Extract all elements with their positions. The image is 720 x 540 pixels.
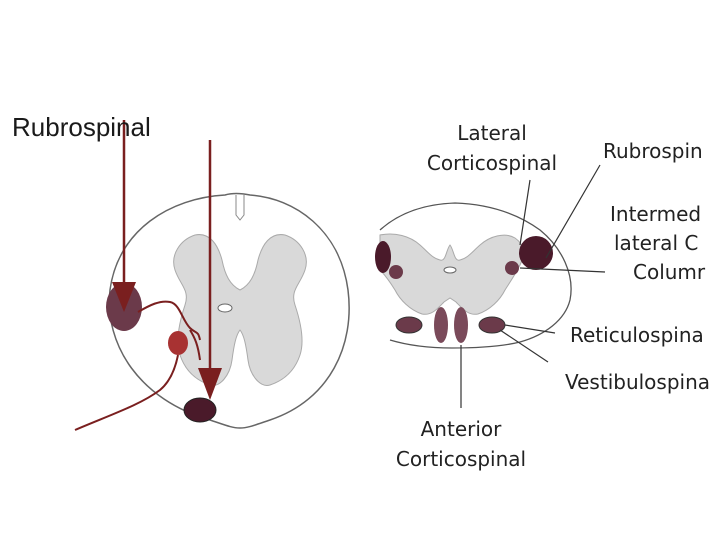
leader-intermediolateral — [519, 267, 606, 273]
label-lateral-line1: Lateral — [457, 121, 527, 145]
label-rubrospinal: Rubrospin — [603, 139, 703, 163]
label-vestibulospinal: Vestibulospina — [565, 370, 710, 394]
left-dorsal-notch — [235, 195, 245, 221]
leader-lateral — [519, 179, 531, 246]
right-intermediolateral-left — [389, 265, 403, 279]
right-anterior-corticospinal-right — [454, 307, 468, 343]
label-intermediolateral-line1: Intermed — [610, 202, 701, 226]
label-intermediolateral-line3: Columr — [633, 260, 706, 284]
leader-rubrospinal — [545, 164, 601, 259]
right-central-canal — [443, 266, 457, 274]
left-anterior-tract — [183, 397, 217, 423]
leader-reticulospinal — [504, 324, 556, 334]
left-output-fiber — [74, 354, 179, 431]
right-intermediolateral-right — [505, 261, 519, 275]
left-red-nucleus — [168, 331, 188, 355]
right-reticulospinal-left — [395, 316, 423, 334]
left-arrowhead-anterior — [198, 368, 222, 400]
right-lateral-corticospinal-tract — [375, 241, 391, 273]
leader-vestibulospinal — [499, 329, 549, 363]
left-title: Rubrospinal — [12, 112, 151, 142]
right-anterior-corticospinal-left — [434, 307, 448, 343]
label-anterior-line1: Anterior — [421, 417, 503, 441]
left-panel: Rubrospinal — [12, 112, 350, 431]
right-panel: Lateral Corticospinal Rubrospin Intermed… — [375, 121, 710, 471]
label-lateral-line2: Corticospinal — [427, 151, 557, 175]
left-central-canal — [217, 303, 233, 313]
left-connection-curve-1 — [137, 300, 201, 341]
label-anterior-line2: Corticospinal — [396, 447, 526, 471]
label-reticulospinal: Reticulospina — [570, 323, 704, 347]
left-arrowhead-lateral — [112, 282, 136, 312]
left-connection-curve-2 — [189, 329, 201, 361]
label-intermediolateral-line2: lateral C — [614, 231, 698, 255]
right-rubrospinal-tract — [519, 236, 553, 270]
